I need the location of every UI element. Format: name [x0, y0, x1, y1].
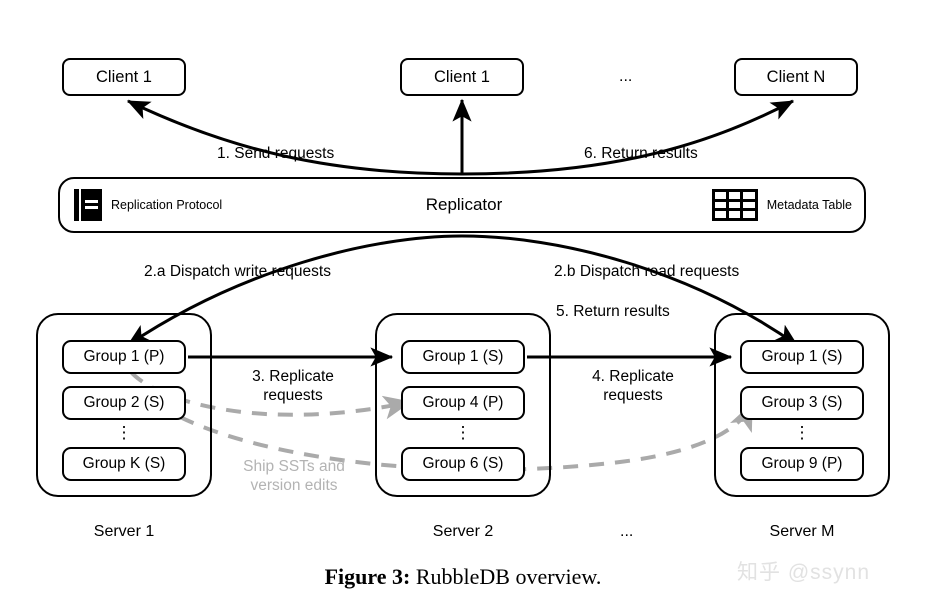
label-ship-ssts-line2: version edits: [250, 476, 338, 494]
label-replicate-3: 3. Replicate requests: [228, 368, 358, 406]
group-box-s1-gk[interactable]: Group K (S): [62, 447, 186, 481]
server-2-groups-vertical-ellipsis: ⋮: [454, 423, 472, 442]
figure-label: Figure 3:: [324, 564, 411, 589]
server-box-m[interactable]: [714, 313, 890, 497]
client-label: Client N: [766, 67, 826, 86]
label-return-results-servers: 5. Return results: [556, 303, 670, 320]
servers-ellipsis: ...: [620, 523, 634, 540]
label-replicate-4: 4. Replicate requests: [568, 368, 698, 406]
group-label: Group K (S): [82, 455, 166, 473]
server-box-1[interactable]: [36, 313, 212, 497]
group-box-s1-g1[interactable]: Group 1 (P): [62, 340, 186, 374]
server-caption-2: Server 2: [432, 523, 494, 540]
server-1-groups-vertical-ellipsis: ⋮: [115, 423, 133, 442]
group-box-s2-g6[interactable]: Group 6 (S): [401, 447, 525, 481]
table-grid-icon: [711, 189, 758, 221]
client-label: Client 1: [434, 67, 490, 86]
group-box-sm-g1[interactable]: Group 1 (S): [740, 340, 864, 374]
group-box-sm-g3[interactable]: Group 3 (S): [740, 386, 864, 420]
client-label: Client 1: [96, 67, 152, 86]
figure-caption-text: RubbleDB overview.: [410, 564, 602, 589]
replication-protocol-group[interactable]: Replication Protocol: [74, 189, 222, 221]
label-ship-ssts: Ship SSTs and version edits: [226, 458, 362, 496]
server-caption-m: Server M: [769, 523, 835, 540]
label-replicate-4-line1: 4. Replicate: [592, 368, 674, 385]
group-label: Group 6 (S): [422, 455, 504, 473]
metadata-table-group[interactable]: Metadata Table: [711, 189, 852, 221]
group-label: Group 3 (S): [761, 394, 843, 412]
label-ship-ssts-line1: Ship SSTs and: [243, 458, 345, 475]
book-icon: [74, 189, 102, 221]
group-box-s2-g1[interactable]: Group 1 (S): [401, 340, 525, 374]
label-replicate-3-line2: requests: [263, 386, 323, 404]
group-label: Group 1 (P): [83, 348, 165, 366]
group-label: Group 1 (S): [422, 348, 504, 366]
group-label: Group 2 (S): [83, 394, 165, 412]
group-box-s2-g4[interactable]: Group 4 (P): [401, 386, 525, 420]
group-label: Group 4 (P): [422, 394, 504, 412]
label-send-requests: 1. Send requests: [217, 145, 335, 162]
group-box-sm-g9[interactable]: Group 9 (P): [740, 447, 864, 481]
clients-ellipsis: ...: [619, 68, 633, 85]
group-label: Group 9 (P): [761, 455, 843, 473]
client-box-n[interactable]: Client N: [734, 58, 858, 96]
label-replicate-4-line2: requests: [603, 386, 663, 404]
metadata-table-label: Metadata Table: [766, 198, 852, 212]
figure-caption: Figure 3: RubbleDB overview.: [0, 564, 926, 590]
label-dispatch-read: 2.b Dispatch read requests: [554, 263, 740, 280]
replicator-title: Replicator: [425, 195, 503, 214]
replicator-bar[interactable]: Replicator Replication Protocol Metadata…: [58, 177, 866, 233]
server-caption-1: Server 1: [93, 523, 155, 540]
label-dispatch-write: 2.a Dispatch write requests: [144, 263, 331, 280]
label-replicate-3-line1: 3. Replicate: [252, 368, 334, 385]
client-box-1[interactable]: Client 1: [62, 58, 186, 96]
group-box-s1-g2[interactable]: Group 2 (S): [62, 386, 186, 420]
server-m-groups-vertical-ellipsis: ⋮: [793, 423, 811, 442]
watermark: 知乎 @ssynn: [737, 561, 871, 584]
client-box-2[interactable]: Client 1: [400, 58, 524, 96]
server-box-2[interactable]: [375, 313, 551, 497]
replication-protocol-label: Replication Protocol: [111, 198, 223, 212]
label-return-results-clients: 6. Return results: [584, 145, 698, 162]
group-label: Group 1 (S): [761, 348, 843, 366]
